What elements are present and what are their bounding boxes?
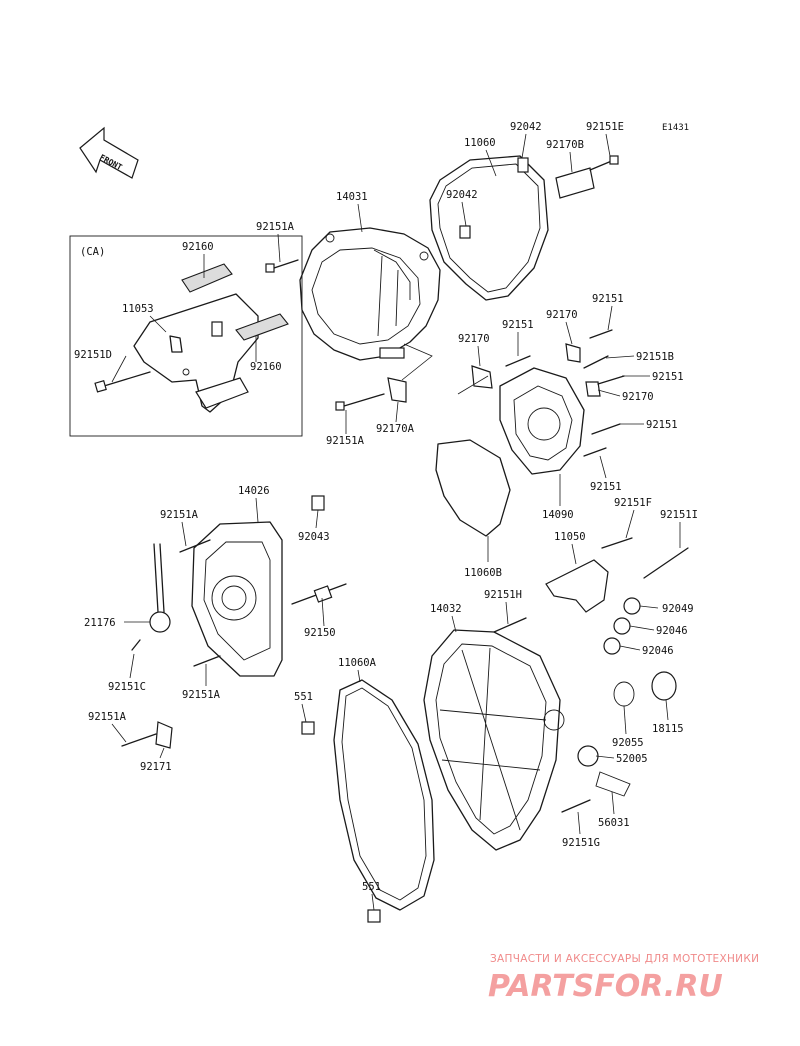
part-label-92151-c: 92151 (652, 371, 684, 383)
part-label-92043: 92043 (298, 531, 330, 543)
cover-plate-11053 (133, 293, 259, 413)
seal-52005 (577, 745, 599, 767)
pad-92160-lower (235, 313, 289, 341)
clamp-92170A (387, 377, 407, 403)
part-label-92046-b: 92046 (642, 645, 674, 657)
part-label-92151-e: 92151 (590, 481, 622, 493)
part-label-92151F: 92151F (614, 497, 652, 509)
part-label-92151G: 92151G (562, 837, 600, 849)
part-label-92160-a: 92160 (182, 241, 214, 253)
watermark-brand: PARTSFOR.RU (488, 969, 723, 1004)
bolts-14026 (121, 539, 221, 747)
inset-label: (CA) (80, 246, 105, 258)
part-label-14032: 14032 (430, 603, 462, 615)
cover-14090 (499, 367, 585, 475)
bracket-11050 (545, 559, 609, 613)
bolts-14032 (493, 537, 689, 813)
part-label-92151E: 92151E (586, 121, 624, 133)
part-label-14090: 14090 (542, 509, 574, 521)
part-label-551-b: 551 (362, 881, 381, 893)
generator-cover-14031 (299, 227, 441, 361)
part-label-14026: 14026 (238, 485, 270, 497)
cap-92046-upper (613, 617, 631, 635)
part-label-11053: 11053 (122, 303, 154, 315)
gasket-11060 (429, 155, 549, 301)
part-label-92170-top: 92170 (546, 309, 578, 321)
part-label-56031: 56031 (598, 817, 630, 829)
part-label-52005: 52005 (616, 753, 648, 765)
part-label-92151-d: 92151 (646, 419, 678, 431)
sensor-21176 (149, 543, 171, 633)
clamp-92170-right (585, 381, 601, 397)
inset-frame (69, 235, 303, 437)
part-label-92150: 92150 (304, 627, 336, 639)
pad-92160-upper (181, 263, 233, 293)
diagram-code: E1431 (662, 123, 689, 133)
cover-14032 (423, 629, 565, 851)
part-label-92046-a: 92046 (656, 625, 688, 637)
part-label-11060A: 11060A (338, 657, 377, 669)
front-arrow-icon: FRONT (79, 126, 139, 179)
clamp-92170-top (565, 343, 581, 363)
dowel-551-upper (301, 721, 315, 735)
dowel-92042-lower (459, 225, 471, 239)
part-label-92151A-top: 92151A (256, 221, 295, 233)
clamp-92170B (555, 167, 595, 199)
part-label-92049: 92049 (662, 603, 694, 615)
part-label-18115: 18115 (652, 723, 684, 735)
bolts-14090 (505, 329, 625, 457)
clamp-92171 (155, 721, 173, 749)
bolt-92151D (94, 371, 151, 393)
part-label-21176: 21176 (84, 617, 116, 629)
label-56031 (595, 771, 631, 797)
dowel-92043 (311, 495, 325, 511)
watermark-tagline: ЗАПЧАСТИ И АКСЕССУАРЫ ДЛЯ МОТОТЕХНИКИ (490, 953, 759, 965)
part-label-92151D: 92151D (74, 349, 112, 361)
bolt-92151A-top (265, 259, 299, 273)
gasket-11060A (333, 679, 435, 911)
part-label-92151A-low: 92151A (182, 689, 221, 701)
bolt-92151A-mid (335, 393, 385, 411)
part-label-11050: 11050 (554, 531, 586, 543)
part-label-92170-right: 92170 (622, 391, 654, 403)
part-label-92170A: 92170A (376, 423, 415, 435)
part-label-92151A-mid: 92151A (326, 435, 365, 447)
part-label-92151-b: 92151 (592, 293, 624, 305)
plug-18115 (651, 671, 677, 701)
part-label-92151-a: 92151 (502, 319, 534, 331)
leader-lines (111, 133, 681, 911)
gasket-11060B (435, 439, 511, 537)
part-label-92151C: 92151C (108, 681, 146, 693)
part-label-92151I: 92151I (660, 509, 698, 521)
part-label-92171: 92171 (140, 761, 172, 773)
oring-92055 (613, 681, 635, 707)
part-label-551-a: 551 (294, 691, 313, 703)
part-label-14031: 14031 (336, 191, 368, 203)
cap-92049 (623, 597, 641, 615)
part-label-92151A-left: 92151A (160, 509, 199, 521)
cover-14026 (191, 521, 283, 677)
bolt-92151E (589, 155, 619, 171)
part-label-92151H: 92151H (484, 589, 522, 601)
part-label-92151A-bottom: 92151A (88, 711, 127, 723)
part-label-92042-b: 92042 (446, 189, 478, 201)
part-label-92151B: 92151B (636, 351, 674, 363)
part-label-11060: 11060 (464, 137, 496, 149)
part-label-92170-left: 92170 (458, 333, 490, 345)
dowel-551-lower (367, 909, 381, 923)
cap-92046-lower (603, 637, 621, 655)
dowel-92042-upper (517, 157, 529, 173)
part-label-92170B: 92170B (546, 139, 584, 151)
part-label-92160-b: 92160 (250, 361, 282, 373)
part-label-92055: 92055 (612, 737, 644, 749)
part-label-11060B: 11060B (464, 567, 502, 579)
pin-92150 (291, 583, 347, 605)
clamp-92170-left (471, 365, 493, 389)
part-label-92042: 92042 (510, 121, 542, 133)
